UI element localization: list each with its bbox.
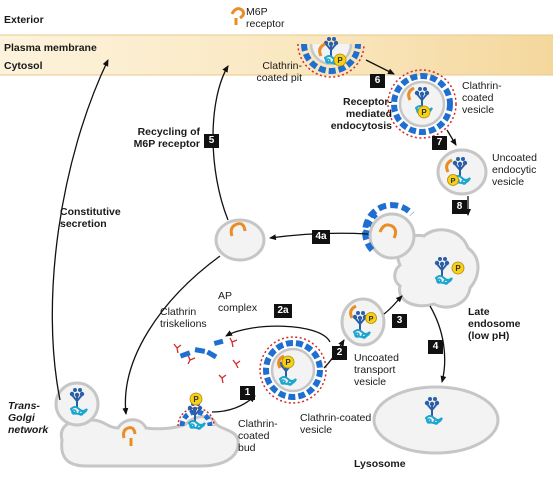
label-clathrin-coated-bud: Clathrin-coated bud [238,418,278,454]
step-badge-4: 4 [428,340,443,354]
label-clathrin-coated-pit: Clathrin-coated pit [256,60,302,84]
phosphate-transport: P [368,314,373,323]
step-badge-5: 5 [204,134,219,148]
phosphate-pit: P [337,56,343,65]
uncoated-endocytic-vesicle: P [436,148,488,196]
label-late-endosome: Late endosome (low pH) [468,306,521,342]
step-badge-4a: 4a [312,230,330,244]
region-plasma-membrane: Plasma membrane [4,42,97,54]
plasma-membrane-band [0,35,553,75]
clathrin-coated-vesicle-bottom: P [259,336,327,404]
ap-complex-pieces [179,338,224,360]
label-uncoated-endocytic-vesicle: Uncoated endocytic vesicle [492,152,537,188]
label-m6p-receptor: M6P receptor [246,6,285,30]
label-recycling-m6p-receptor: Recycling of M6P receptor [133,126,200,150]
label-clathrin-triskelions: Clathrin triskelions [160,306,207,330]
label-trans-golgi-network: Trans-Golgi network [8,400,49,436]
phosphate-endocytic: P [450,176,455,185]
phosphate-top-vesicle: P [421,108,427,117]
step-badge-7: 7 [432,136,447,150]
uncoated-transport-vesicle: P [340,297,386,347]
label-ap-complex: AP complex [218,290,258,314]
clathrin-triskelions [173,337,241,384]
label-lysosome: Lysosome [354,458,406,470]
step-badge-6: 6 [370,74,385,88]
phosphate-bud: P [193,395,199,404]
recycling-vesicle [214,218,266,262]
lysosome [372,385,500,455]
label-uncoated-transport-vesicle: Uncoated transport vesicle [354,352,399,388]
clathrin-coated-vesicle-top: P [387,69,457,139]
phosphate-endosome: P [455,264,461,273]
m6p-receptor-glyph [230,7,246,25]
region-exterior: Exterior [4,14,44,26]
late-endosome: P [362,202,480,309]
clathrin-coated-pit: P [297,36,365,78]
phosphate-bottom-vesicle: P [285,358,291,367]
label-clathrin-coated-vesicle-bottom: Clathrin-coated vesicle [300,412,372,436]
step-badge-8: 8 [452,200,467,214]
step-badge-1: 1 [240,386,255,400]
region-cytosol: Cytosol [4,60,43,72]
label-constitutive-secretion: Constitutive secretion [60,206,121,230]
step-badge-2: 2 [332,346,347,360]
step-badge-3: 3 [392,314,407,328]
label-clathrin-coated-vesicle-top: Clathrin-coated vesicle [462,80,502,116]
label-receptor-mediated-endocytosis: Receptor-mediated endocytosis [330,96,392,132]
trans-golgi-network: P [54,381,240,468]
step-badge-2a: 2a [274,304,292,318]
